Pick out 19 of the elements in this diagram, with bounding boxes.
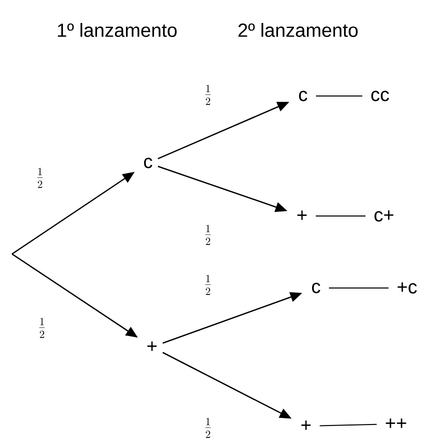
outcome-label: c xyxy=(299,90,308,102)
probability-label: $\frac{1}{2}$ xyxy=(203,274,213,296)
outcome-label: ++ xyxy=(386,418,406,428)
outcome-label: + xyxy=(147,342,157,351)
probability-label: $\frac{1}{2}$ xyxy=(203,224,213,246)
outcome-label: c+ xyxy=(374,210,394,222)
probability-label: $\frac{1}{2}$ xyxy=(203,84,213,106)
outcome-label: c xyxy=(312,282,320,294)
column-heading: 1º lanzamento xyxy=(58,23,177,37)
outcome-label: + xyxy=(301,420,311,430)
connector-line xyxy=(319,424,378,426)
outcome-label: cc xyxy=(371,90,389,102)
outcome-label: c xyxy=(144,158,152,168)
outcome-label: +c xyxy=(398,282,417,294)
probability-label: $\frac{1}{2}$ xyxy=(203,417,213,439)
outcome-label: + xyxy=(297,210,307,220)
probability-label: $\frac{1}{2}$ xyxy=(35,167,45,189)
column-heading: 2º lanzamento xyxy=(238,23,358,37)
probability-label: $\frac{1}{2}$ xyxy=(37,317,47,339)
